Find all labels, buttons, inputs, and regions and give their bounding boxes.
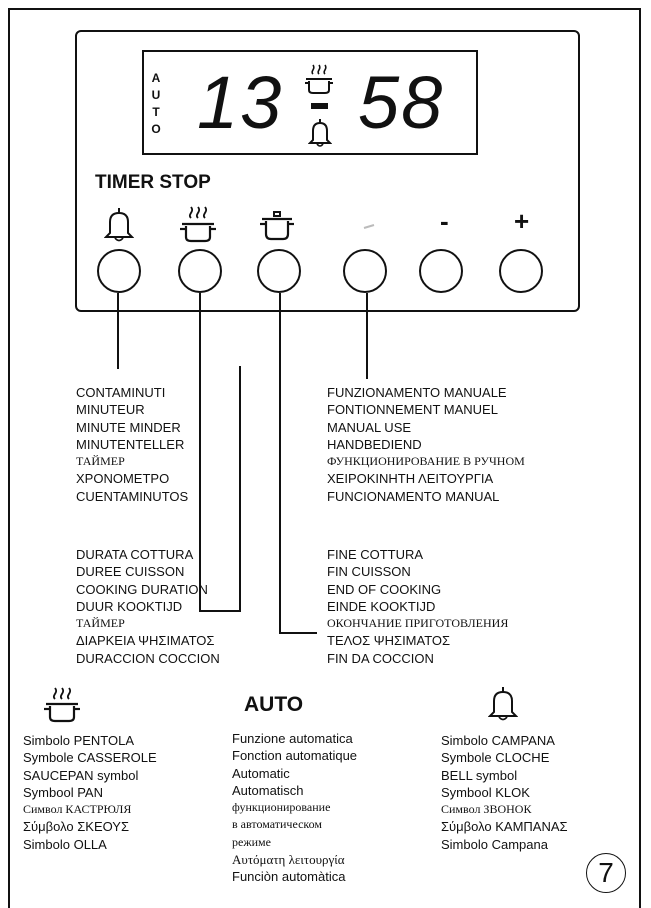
label-line: END OF COOKING [327, 581, 442, 597]
bell-icon [308, 119, 332, 147]
legend-line: в автоматическом [232, 817, 322, 832]
label-line: ΔΙΑΡΚΕΙΑ ΨΗΣΙΜΑΤΟΣ [76, 633, 215, 649]
display-separator [311, 103, 328, 109]
legend-line: Символ КАСТРЮЛЯ [23, 802, 132, 817]
cooking-duration-labels: DURATA COTTURA DUREE CUISSON COOKING DUR… [76, 546, 220, 667]
label-line: ТАЙМЕР [76, 454, 125, 469]
leader-line-timer [117, 293, 119, 369]
plus-button[interactable] [499, 249, 543, 293]
auto-letter: O [151, 122, 161, 136]
minus-button[interactable] [419, 249, 463, 293]
label-line: FIN DA COCCION [327, 650, 434, 666]
auto-letter: U [151, 88, 161, 102]
legend-line: Σύμβολο ΣΚΕΟΥΣ [23, 819, 130, 835]
timer-display [142, 50, 478, 155]
leader-line-duration [199, 293, 201, 611]
manual-hand-icon [363, 224, 375, 229]
legend-line: Funzione automatica [232, 731, 353, 746]
legend-line: Symbole CASSEROLE [23, 750, 157, 766]
leader-line-duration [239, 366, 241, 612]
label-line: FUNZIONAMENTO MANUALE [327, 385, 507, 400]
auto-legend: Funzione automatica Fonction automatique… [232, 730, 357, 886]
bell-icon [104, 208, 134, 242]
legend-line: BELL symbol [441, 767, 518, 783]
timer-button[interactable] [97, 249, 141, 293]
legend-line: Symbool KLOK [441, 784, 530, 800]
minute-minder-labels: CONTAMINUTI MINUTEUR MINUTE MINDER MINUT… [76, 384, 188, 505]
leader-line-duration [199, 610, 241, 612]
label-line: EINDE KOOKTIJD [327, 598, 436, 614]
page-number: 7 [586, 853, 626, 893]
legend-line: Σύμβολο ΚΑΜΠΑΝΑΣ [441, 819, 568, 835]
auto-legend-title: AUTO [244, 693, 304, 716]
saucepan-steam-icon [180, 206, 216, 243]
saucepan-steam-icon [305, 64, 333, 94]
label-line: DURATA COTTURA [76, 547, 194, 562]
auto-indicator: A U T O [150, 70, 162, 138]
cooking-duration-button[interactable] [178, 249, 222, 293]
label-line: ΤΕΛΟΣ ΨΗΣΙΜΑΤΟΣ [327, 633, 451, 649]
bell-icon [488, 687, 518, 721]
label-line: ΧΡΟΝΟΜΕΤΡΟ [76, 471, 170, 487]
leader-line-end [279, 632, 317, 634]
label-line: ΧΕΙΡΟΚΙΝΗΤΗ ΛΕΙΤΟΥΡΓΙΑ [327, 471, 494, 487]
legend-line: Simbolo Campana [441, 836, 548, 852]
legend-line: Simbolo CAMPANA [441, 733, 555, 748]
label-line: ФУНКЦИОНИРОВАНИЕ В РУЧНОМ [327, 454, 525, 469]
saucepan-legend: Simbolo PENTOLA Symbole CASSEROLE SAUCEP… [23, 732, 157, 853]
label-line: MINUTE MINDER [76, 419, 181, 435]
label-line: ОКОНЧАНИЕ ПРИГОТОВЛЕНИЯ [327, 616, 509, 631]
legend-line: Automatic [232, 765, 290, 781]
legend-line: Simbolo PENTOLA [23, 733, 135, 748]
leader-line-end [279, 293, 281, 633]
label-line: CUENTAMINUTOS [76, 488, 189, 504]
control-panel [75, 30, 580, 312]
legend-line: Symbool PAN [23, 784, 103, 800]
legend-line: Symbole CLOCHE [441, 750, 550, 766]
label-line: HANDBEDIEND [327, 436, 422, 452]
auto-letter: A [151, 71, 161, 85]
end-of-cooking-labels: FINE COTTURA FIN CUISSON END OF COOKING … [327, 546, 508, 667]
display-hours: 13 [197, 61, 284, 144]
timer-stop-label: TIMER STOP [95, 172, 211, 193]
label-line: MANUAL USE [327, 419, 412, 435]
display-minutes: 58 [358, 61, 445, 144]
legend-line: Funciòn automàtica [232, 869, 346, 885]
saucepan-steam-icon [44, 687, 80, 723]
legend-line: функционирование [232, 800, 331, 815]
label-line: FUNCIONAMENTO MANUAL [327, 488, 500, 504]
legend-line: Simbolo OLLA [23, 836, 107, 852]
label-line: FINE COTTURA [327, 547, 424, 562]
page-frame [8, 8, 641, 908]
leader-line-manual [366, 293, 368, 379]
label-line: MINUTENTELLER [76, 436, 185, 452]
legend-line: Αυτόματη λειτουργία [232, 852, 345, 868]
auto-letter: T [152, 105, 160, 119]
legend-line: Automatisch [232, 782, 304, 798]
end-of-cooking-button[interactable] [257, 249, 301, 293]
label-line: FIN CUISSON [327, 564, 411, 580]
legend-line: Символ ЗВОНОК [441, 802, 532, 817]
label-line: CONTAMINUTI [76, 385, 166, 400]
label-line: DUUR KOOKTIJD [76, 598, 183, 614]
label-line: DURACCION COCCION [76, 650, 220, 666]
manual-use-labels: FUNZIONAMENTO MANUALE FONTIONNEMENT MANU… [327, 384, 525, 505]
legend-line: SAUCEPAN symbol [23, 767, 139, 783]
label-line: ТАЙМЕР [76, 616, 125, 631]
plus-symbol: + [514, 206, 530, 236]
minus-symbol: - [440, 206, 449, 236]
label-line: DUREE CUISSON [76, 564, 185, 580]
manual-button[interactable] [343, 249, 387, 293]
label-line: COOKING DURATION [76, 581, 208, 597]
bell-legend: Simbolo CAMPANA Symbole CLOCHE BELL symb… [441, 732, 568, 853]
legend-line: режиме [232, 834, 271, 849]
label-line: MINUTEUR [76, 402, 145, 418]
label-line: FONTIONNEMENT MANUEL [327, 402, 498, 418]
saucepan-icon [260, 211, 294, 241]
legend-line: Fonction automatique [232, 748, 358, 764]
